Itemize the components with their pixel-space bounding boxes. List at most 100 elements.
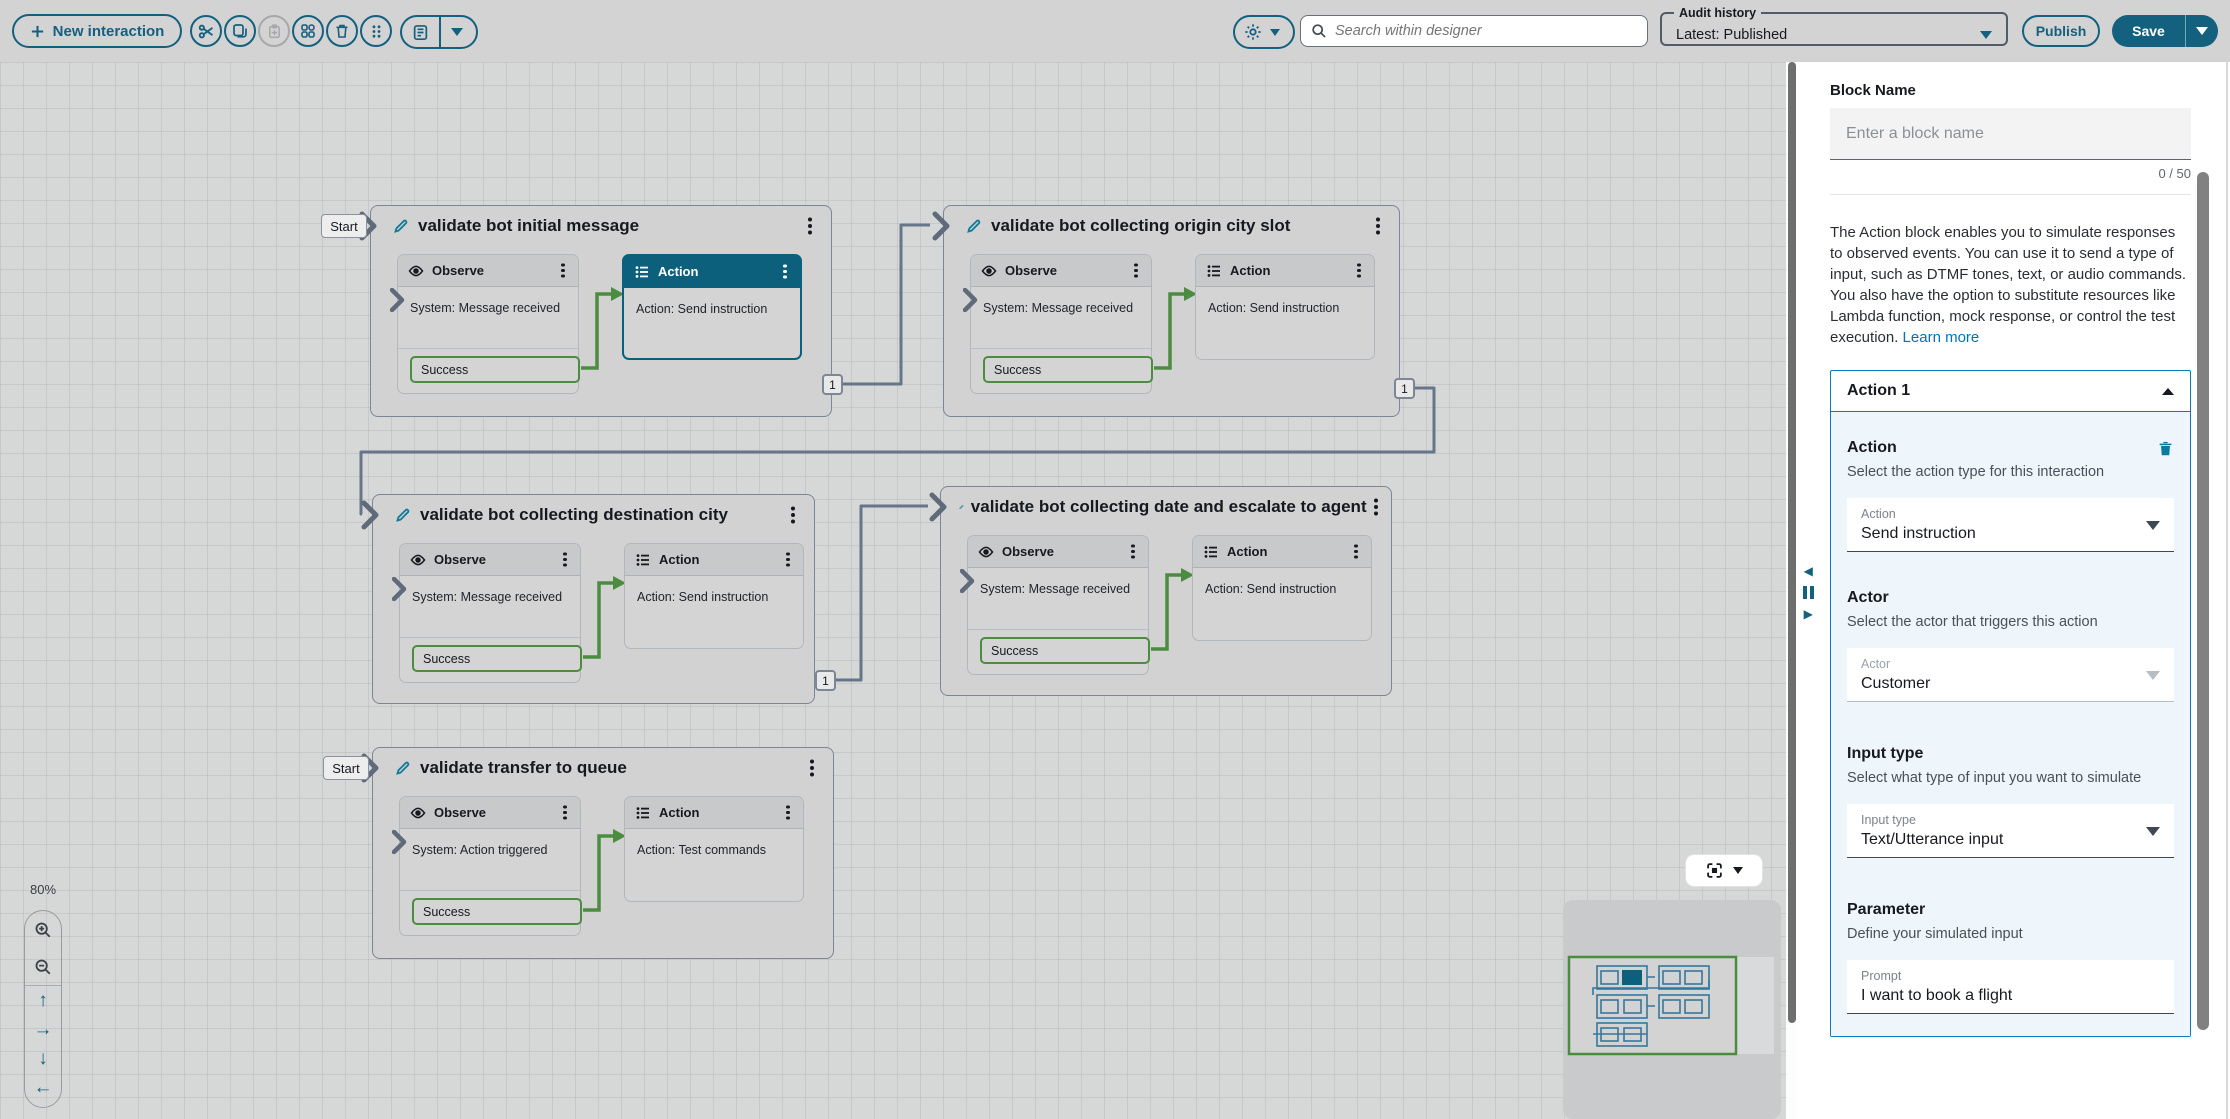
- search-input[interactable]: [1335, 23, 1637, 39]
- observe-menu-button[interactable]: [1127, 260, 1145, 282]
- action-card-label: Action: [1230, 263, 1271, 278]
- settings-menu-caret[interactable]: [1266, 17, 1289, 47]
- fit-view-button[interactable]: [1685, 854, 1763, 887]
- zoom-out-button[interactable]: [25, 948, 61, 985]
- edit-pencil-icon[interactable]: [393, 218, 409, 234]
- properties-panel: ◀ ▶ Block Name 0 / 50 The Action block e…: [1797, 62, 2230, 1119]
- panel-edge-line: [2226, 62, 2228, 1119]
- pan-left-button[interactable]: ←: [33, 1076, 53, 1098]
- panel-drag-handle[interactable]: [1803, 586, 1814, 599]
- edit-pencil-icon[interactable]: [966, 218, 982, 234]
- success-port[interactable]: Success: [410, 356, 580, 383]
- new-interaction-button[interactable]: New interaction: [12, 14, 182, 48]
- action-select[interactable]: Action Send instruction: [1847, 498, 2174, 552]
- observe-menu-button[interactable]: [554, 260, 572, 282]
- edit-pencil-icon[interactable]: [395, 760, 411, 776]
- zoom-in-button[interactable]: [25, 911, 61, 948]
- success-port[interactable]: Success: [412, 898, 582, 925]
- action-accordion-header[interactable]: Action 1: [1831, 371, 2190, 411]
- observe-card[interactable]: Observe System: Message received Success: [960, 535, 1150, 675]
- notes-button[interactable]: [402, 17, 439, 47]
- paste-button[interactable]: [258, 15, 290, 47]
- block-menu-button[interactable]: [801, 215, 819, 237]
- block-entry-chevron-icon: [361, 500, 379, 530]
- action-card[interactable]: Action Action: Send instruction: [624, 543, 804, 649]
- prompt-input[interactable]: Prompt I want to book a flight: [1847, 960, 2174, 1014]
- pan-up-button[interactable]: ↑: [38, 989, 48, 1011]
- group-button[interactable]: [292, 15, 324, 47]
- observe-menu-button[interactable]: [556, 802, 574, 824]
- observe-card[interactable]: Observe System: Action triggered Success: [392, 796, 582, 936]
- minimap-content: [1567, 955, 1774, 1056]
- block-menu-button[interactable]: [803, 757, 821, 779]
- settings-button[interactable]: [1235, 17, 1266, 47]
- block-title: validate bot collecting destination city: [420, 505, 728, 524]
- zoom-level: 80%: [30, 882, 57, 897]
- delete-action-button[interactable]: [2157, 440, 2174, 457]
- action-menu-button[interactable]: [779, 802, 797, 824]
- action-list-icon: [636, 553, 649, 566]
- expand-left-button[interactable]: ◀: [1803, 564, 1813, 578]
- minimap[interactable]: [1563, 900, 1781, 1119]
- drag-handle-button[interactable]: [360, 15, 392, 47]
- block-menu-button[interactable]: [1374, 496, 1379, 518]
- observe-event-text: System: Message received: [980, 582, 1131, 596]
- action-menu-button[interactable]: [779, 549, 797, 571]
- success-port[interactable]: Success: [980, 637, 1150, 664]
- card-entry-chevron-icon: [392, 577, 407, 601]
- action-menu-button[interactable]: [1350, 260, 1368, 282]
- pan-right-button[interactable]: →: [33, 1018, 53, 1040]
- publish-button[interactable]: Publish: [2022, 15, 2100, 47]
- observe-card[interactable]: Observe System: Message received Success: [390, 254, 580, 394]
- save-button[interactable]: Save: [2132, 23, 2165, 39]
- flow-designer-canvas[interactable]: Start validate bot initial message Obser…: [0, 62, 1786, 1119]
- action-menu-button[interactable]: [776, 261, 794, 283]
- delete-button[interactable]: [326, 15, 358, 47]
- success-port[interactable]: Success: [983, 356, 1153, 383]
- canvas-scrollbar[interactable]: [1786, 62, 1797, 1119]
- save-menu-caret[interactable]: [2186, 27, 2218, 35]
- trash-icon: [336, 24, 348, 38]
- action-card[interactable]: Action Action: Send instruction: [1195, 254, 1375, 360]
- flow-block[interactable]: validate bot collecting origin city slot…: [932, 205, 1400, 417]
- pan-down-button[interactable]: ↓: [38, 1047, 48, 1069]
- panel-scrollbar-thumb[interactable]: [2197, 172, 2209, 1030]
- action-card-selected[interactable]: Action Action: Send instruction: [622, 254, 802, 360]
- flow-block[interactable]: validate bot collecting date and escalat…: [929, 486, 1392, 696]
- flow-block[interactable]: Start validate transfer to queue Observe…: [323, 747, 834, 959]
- action-card[interactable]: Action Action: Send instruction: [1192, 535, 1372, 641]
- notes-icon: [413, 24, 428, 40]
- output-port-badge[interactable]: 1: [1394, 378, 1415, 399]
- canvas-scrollbar-thumb[interactable]: [1787, 62, 1796, 1023]
- flow-block[interactable]: Start validate bot initial message Obser…: [321, 205, 832, 417]
- block-menu-button[interactable]: [784, 504, 802, 526]
- cut-button[interactable]: [190, 15, 222, 47]
- start-badge: Start: [321, 214, 367, 238]
- block-menu-button[interactable]: [1369, 215, 1387, 237]
- block-name-label: Block Name: [1830, 82, 1916, 99]
- success-label: Success: [994, 362, 1042, 377]
- audit-history-dropdown[interactable]: Audit history Latest: Published: [1660, 6, 2008, 46]
- action-card[interactable]: Action Action: Test commands: [624, 796, 804, 902]
- block-entry-chevron-icon: [929, 492, 947, 522]
- action-menu-button[interactable]: [1347, 541, 1365, 563]
- copy-button[interactable]: [224, 15, 256, 47]
- observe-menu-button[interactable]: [1124, 541, 1142, 563]
- notes-menu-caret[interactable]: [441, 17, 473, 47]
- actor-select[interactable]: Actor Customer: [1847, 648, 2174, 702]
- connector-block1-block2: [843, 223, 930, 386]
- flow-block[interactable]: validate bot collecting destination city…: [361, 494, 815, 704]
- edit-pencil-icon[interactable]: [959, 499, 964, 515]
- observe-eye-icon: [410, 554, 426, 565]
- observe-card[interactable]: Observe System: Message received Success: [392, 543, 582, 683]
- learn-more-link[interactable]: Learn more: [1902, 329, 1980, 346]
- block-name-input[interactable]: [1830, 108, 2191, 160]
- input-type-select[interactable]: Input type Text/Utterance input: [1847, 804, 2174, 858]
- edit-pencil-icon[interactable]: [395, 507, 411, 523]
- output-port-badge[interactable]: 1: [822, 374, 843, 395]
- observe-menu-button[interactable]: [556, 549, 574, 571]
- output-port-badge[interactable]: 1: [815, 670, 836, 691]
- success-port[interactable]: Success: [412, 645, 582, 672]
- collapse-right-button[interactable]: ▶: [1803, 607, 1813, 621]
- observe-card[interactable]: Observe System: Message received Success: [963, 254, 1153, 394]
